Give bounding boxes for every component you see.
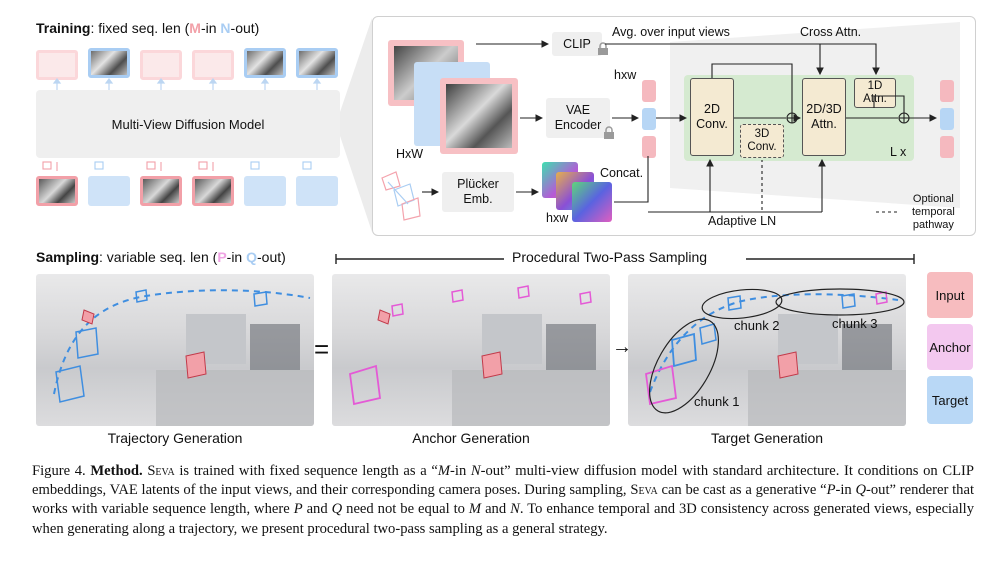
up-arrows [52, 78, 322, 90]
two-pass-title: Procedural Two-Pass Sampling [512, 249, 708, 265]
architecture-connections [422, 40, 938, 213]
camera-frustum-icon [381, 171, 421, 221]
trajectory-scene [36, 274, 314, 426]
adaptive-ln-label: Adaptive LN [708, 214, 777, 228]
cross-attn-label: Cross Attn. [800, 25, 862, 39]
avg-label: Avg. over input views [612, 25, 730, 39]
plucker-emb-box: Plücker Emb. [442, 172, 514, 212]
anchor-scene [332, 274, 610, 426]
input-view-front-photo [446, 84, 512, 148]
concat-label: Concat. [600, 166, 644, 180]
output-view-thumb [244, 48, 286, 78]
optional-pathway-label: Optional temporal pathway [912, 193, 955, 231]
target-view-thumb [244, 176, 286, 206]
input-token [642, 80, 656, 102]
clip-box: CLIP [552, 32, 602, 56]
target-generation-label: Target Generation [710, 430, 824, 446]
conv3d-box: 3D Conv. [740, 124, 784, 158]
output-input-token [940, 80, 954, 102]
layer-count-label: L x [890, 145, 907, 159]
output-view-thumb [296, 48, 338, 78]
anchor-generation-label: Anchor Generation [412, 430, 530, 446]
plucker-map [572, 182, 612, 222]
chunk-2-label: chunk 2 [734, 318, 780, 333]
input-token [642, 136, 656, 158]
training-title: Training: fixed seq. len (M-in N-out) [36, 20, 260, 36]
lock-icon [604, 126, 614, 139]
figure-caption: Figure 4. Method. Seva is trained with f… [32, 463, 974, 537]
trajectory-generation-label: Trajectory Generation [107, 430, 243, 446]
lock-icon [598, 42, 608, 55]
legend-input: Input [927, 272, 973, 318]
equals-sign: = [314, 334, 330, 364]
output-view-thumb [140, 50, 182, 80]
legend-anchor: Anchor [927, 324, 973, 370]
multi-view-diffusion-model: Multi-View Diffusion Model [36, 90, 340, 158]
next-arrow: → [612, 336, 632, 358]
target-scene: chunk 1 chunk 2 chunk 3 [628, 274, 906, 426]
vae-encoder-box: VAE Encoder [546, 98, 610, 138]
target-view-thumb [296, 176, 338, 206]
input-view-thumb [36, 176, 78, 206]
conv2d-box: 2D Conv. [690, 78, 734, 156]
image-size-label: HxW [396, 147, 424, 161]
chunk-3-label: chunk 3 [832, 316, 878, 331]
target-view-thumb [88, 176, 130, 206]
chunk-1-label: chunk 1 [694, 394, 740, 409]
latent-size-label: hxw [614, 68, 637, 82]
target-token [642, 108, 656, 130]
camera-pose-icons [42, 161, 312, 171]
zoom-wedge [340, 18, 372, 232]
input-view-thumb [140, 176, 182, 206]
plucker-size-label: hxw [546, 211, 569, 225]
two-pass-bracket [335, 254, 915, 264]
output-input-token [940, 136, 954, 158]
input-view-thumb [192, 176, 234, 206]
output-target-token [940, 108, 954, 130]
output-view-thumb [88, 48, 130, 78]
sampling-title: Sampling: variable seq. len (P-in Q-out) [36, 249, 286, 265]
attn2d3d-box: 2D/3D Attn. [802, 78, 846, 156]
legend-target: Target [927, 376, 973, 424]
